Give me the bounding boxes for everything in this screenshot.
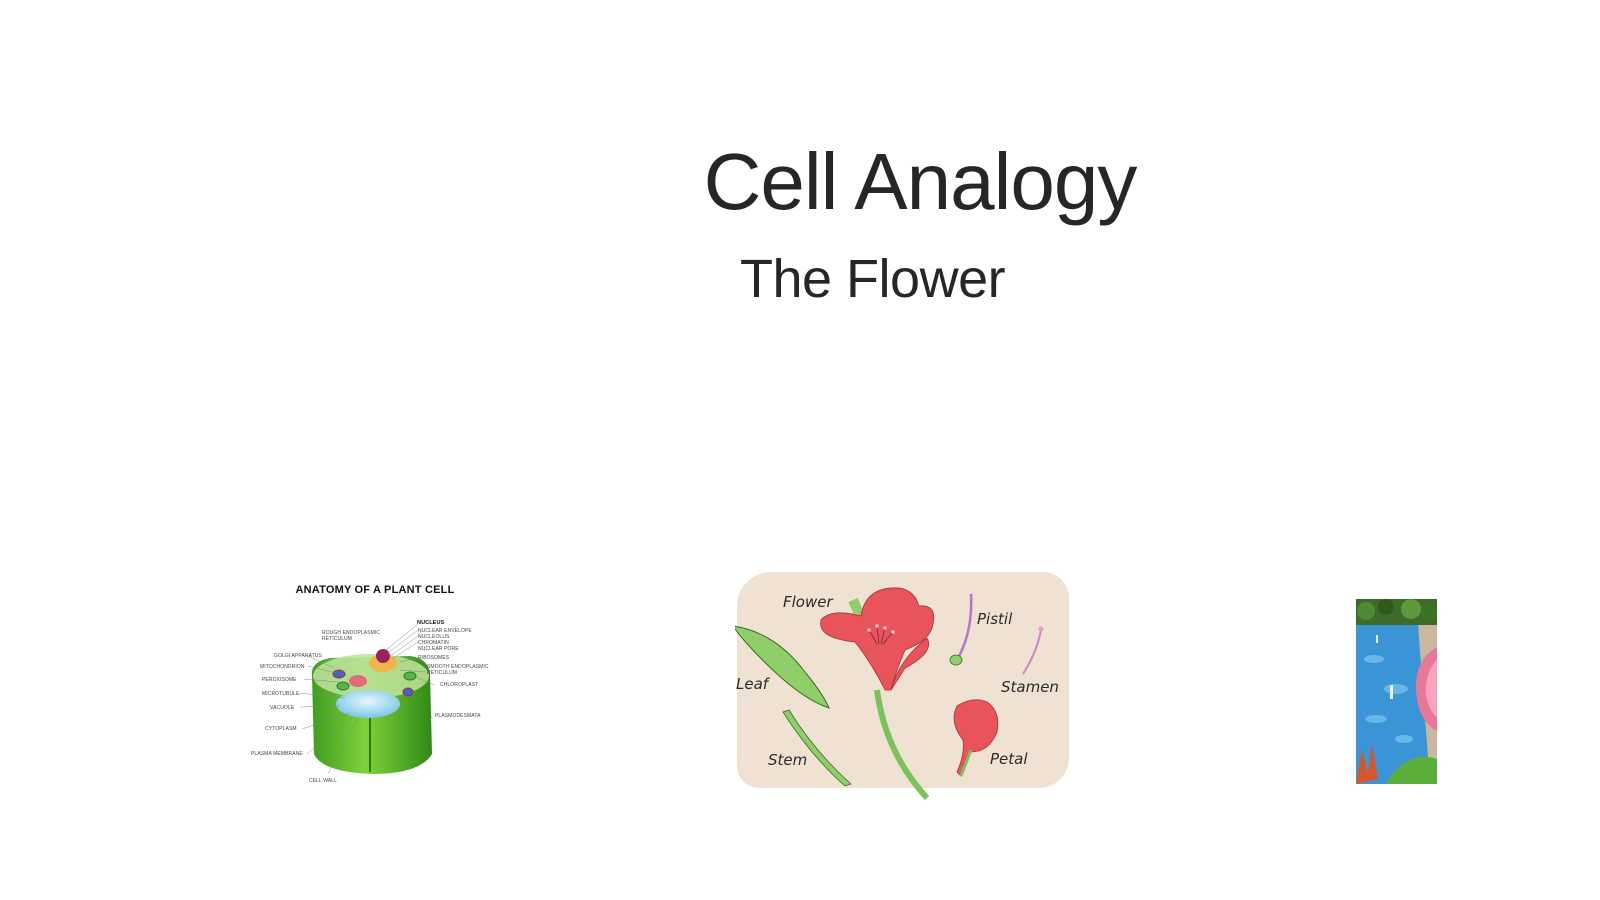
flower-label: Petal <box>990 750 1028 768</box>
cell-label: NUCLEUS <box>417 620 445 626</box>
flower-label: Stamen <box>1001 678 1059 696</box>
cell-label: PLASMA MEMBRANE <box>251 751 303 757</box>
cell-label: PEROXISOME <box>262 677 297 683</box>
flower-label: Flower <box>783 593 833 611</box>
cell-label: NUCLEOLUS <box>418 634 450 640</box>
plant-cell-illustration <box>299 623 436 775</box>
cell-label: VACUOLE <box>270 705 295 711</box>
garden-pool-photo <box>1356 599 1437 784</box>
cell-label: MICROTUBULE <box>262 691 300 697</box>
flower-parts-image: Flower Pistil Leaf Stamen Stem Petal <box>735 572 1075 800</box>
slide-title: Cell Analogy <box>703 137 1138 226</box>
flower-label: Leaf <box>736 675 769 693</box>
cell-label: CELL WALL <box>309 778 338 784</box>
cell-label: RETICULUM <box>427 670 458 676</box>
cell-label: CYTOPLASM <box>265 726 297 732</box>
plant-cell-image: ANATOMY OF A PLANT CELL <box>250 578 500 810</box>
cell-label: RIBOSOMES <box>418 655 450 661</box>
cell-label: NUCLEAR PORE <box>418 646 459 652</box>
plant-cell-title: ANATOMY OF A PLANT CELL <box>295 584 455 596</box>
cell-label: CHLOROPLAST <box>440 682 479 688</box>
cell-label: NUCLEAR ENVELOPE <box>418 628 472 634</box>
flower-label: Stem <box>768 751 808 769</box>
flower-parts-illustration <box>735 587 1044 800</box>
cell-label: RETICULUM <box>322 636 353 642</box>
garden-pool-illustration <box>1356 599 1437 784</box>
cell-label: ROUGH ENDOPLASMIC <box>322 630 381 636</box>
cell-label: GOLGI APPARATUS <box>274 653 322 659</box>
flower-label: Pistil <box>977 610 1013 628</box>
slide-subtitle: The Flower <box>740 249 1006 309</box>
cell-label: SMOOTH ENDOPLASMIC <box>427 664 489 670</box>
cell-label: CHROMATIN <box>418 640 449 646</box>
cell-label: MITOCHONDRION <box>260 664 305 670</box>
cell-label: PLASMODESMATA <box>435 713 481 719</box>
